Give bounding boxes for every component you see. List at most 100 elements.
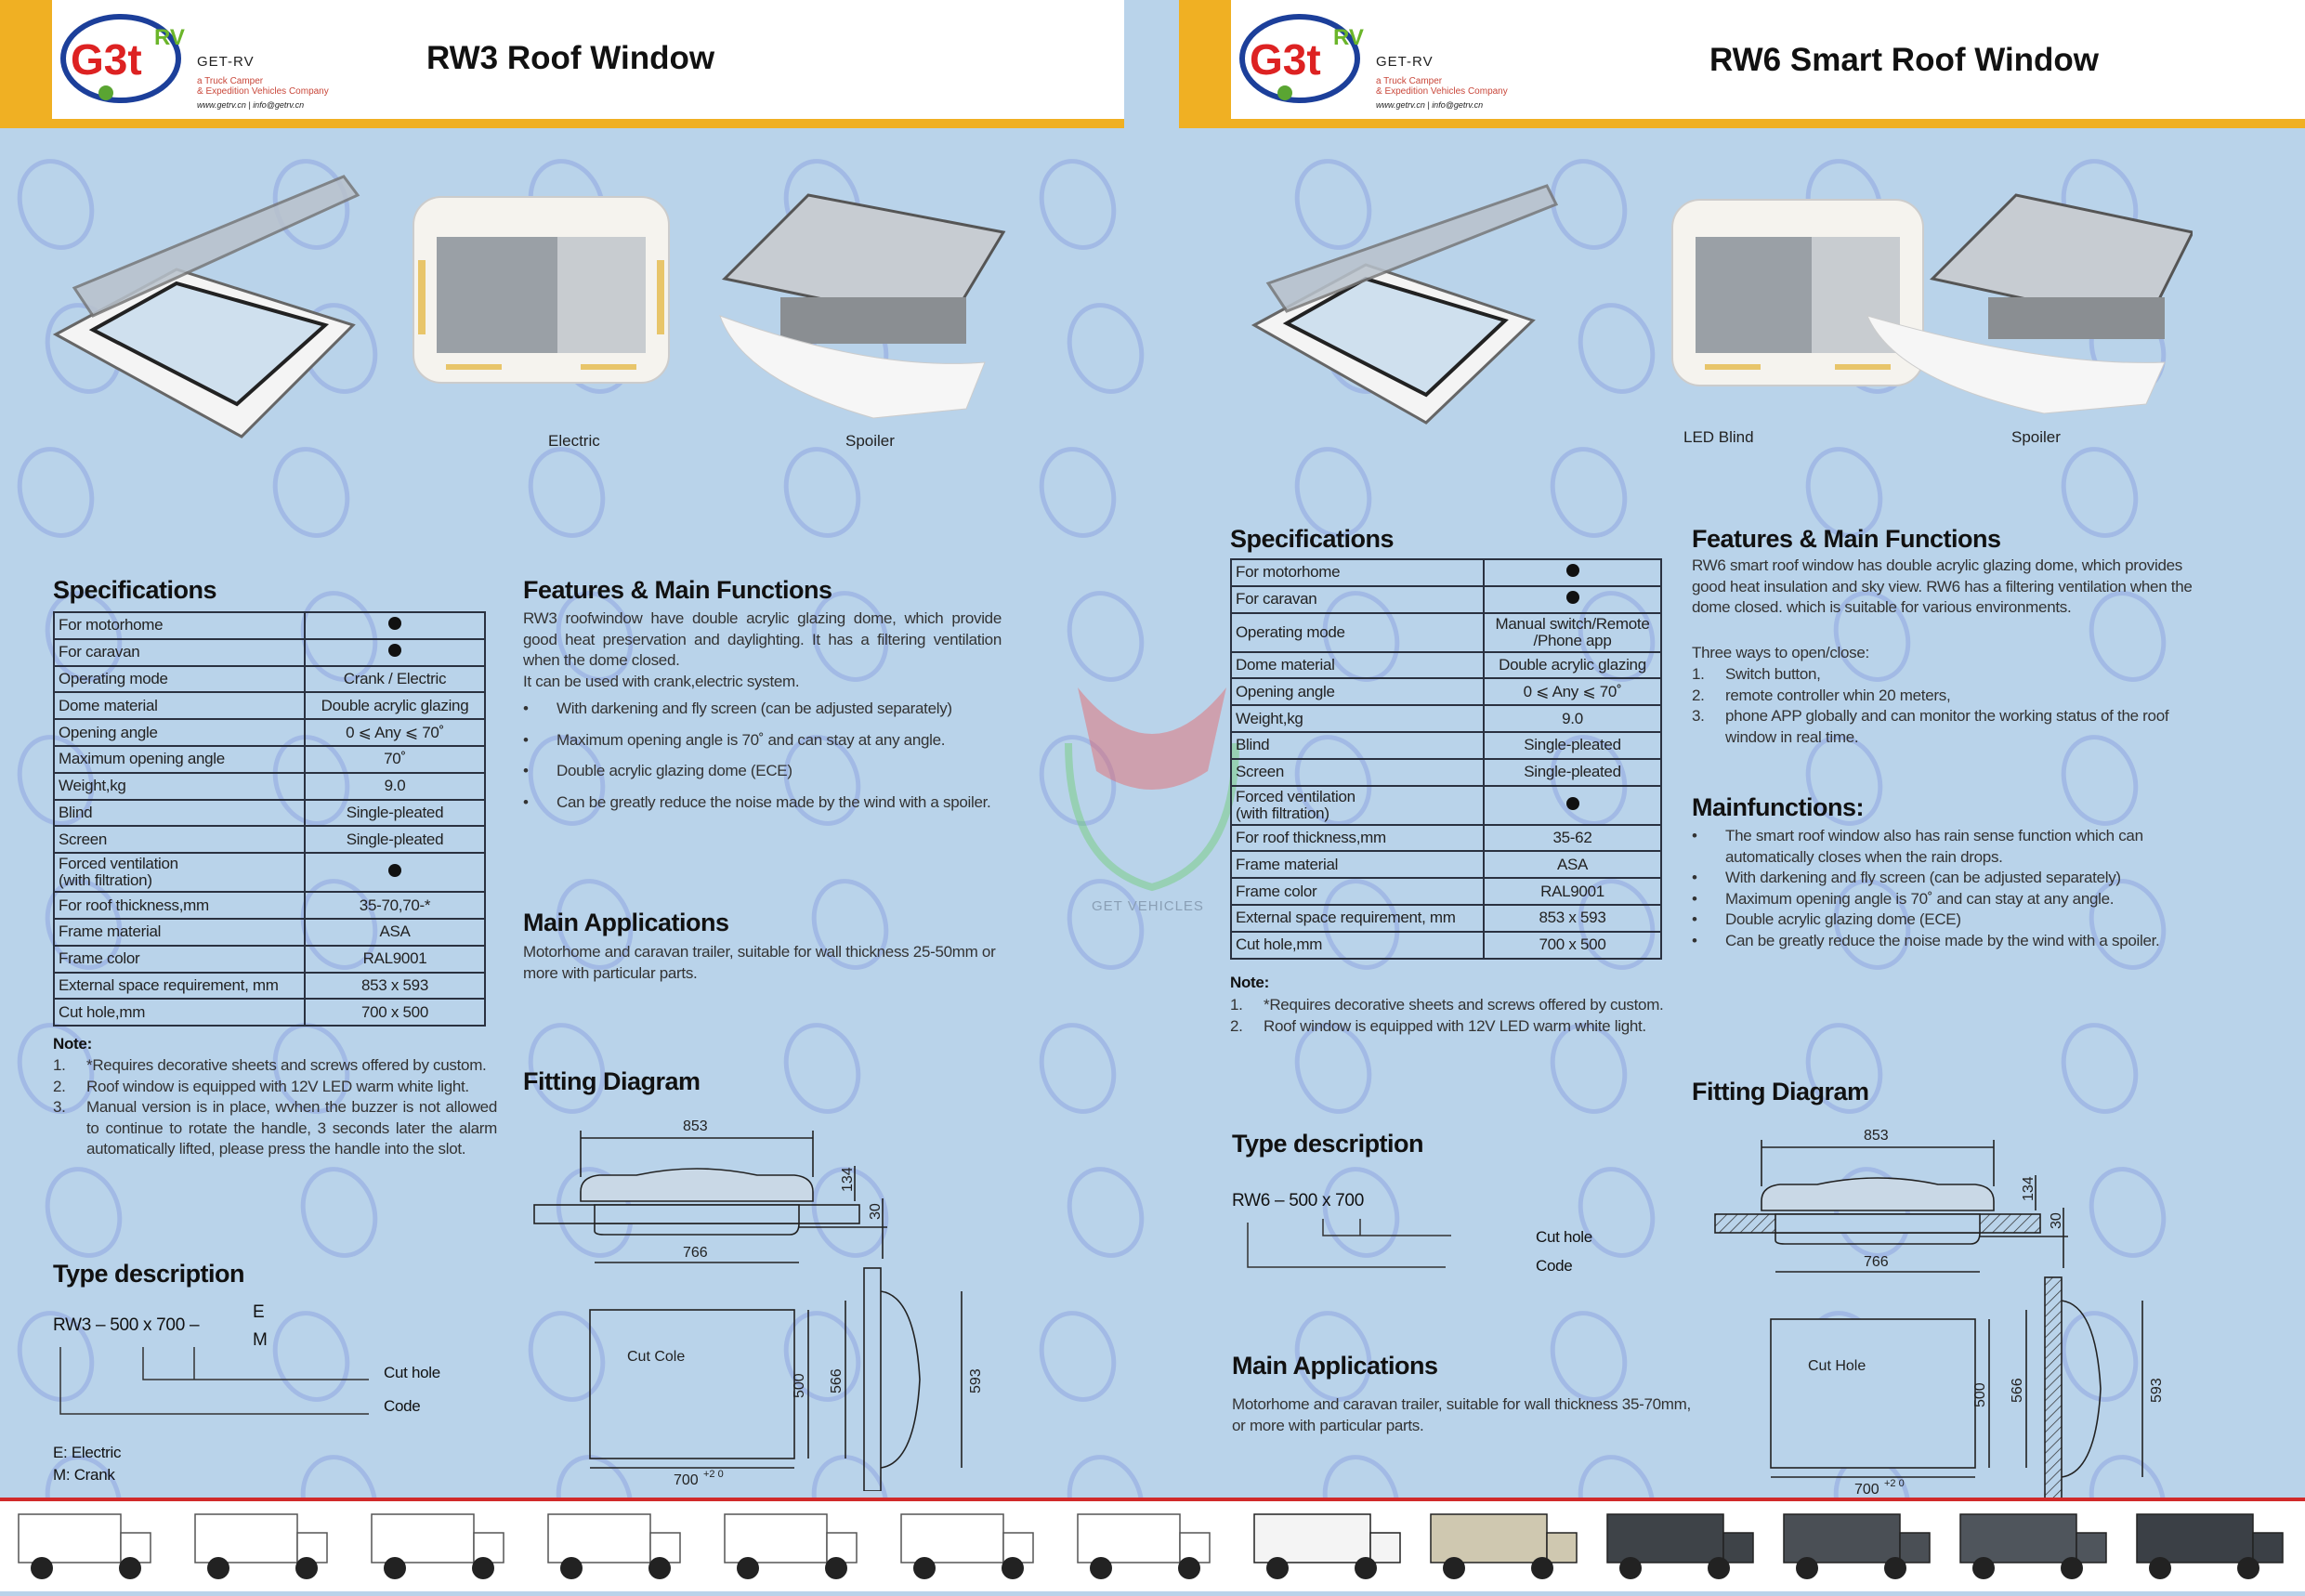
spec-label: Operating mode xyxy=(1230,611,1485,653)
caption-electric: Electric xyxy=(548,432,600,450)
spec-label: External space requirement, mm xyxy=(1230,903,1485,933)
spec-value: 0 ⩽ Any ⩽ 70˚ xyxy=(304,718,486,747)
legend-crank: M: Crank xyxy=(53,1466,115,1484)
spec-label: Opening angle xyxy=(53,718,306,747)
spec-row: Forced ventilation (with filtration) xyxy=(53,852,486,894)
list-item: 3.phone APP globally and can monitor the… xyxy=(1692,706,2194,748)
note-heading: Note: xyxy=(1230,974,1269,991)
dimension-hole_h: 500 xyxy=(1972,1382,1988,1407)
mainfunctions-list: •The smart roof window also has rain sen… xyxy=(1692,826,2194,951)
logo-brand: GET-RV xyxy=(197,54,255,70)
spec-value: RAL9001 xyxy=(304,944,486,974)
features-heading: Features & Main Functions xyxy=(1692,525,2001,553)
vehicle-icon xyxy=(1430,1513,1578,1579)
ways-heading: Three ways to open/close: xyxy=(1692,644,1869,661)
features-intro: RW3 roofwindow have double acrylic glazi… xyxy=(523,608,1002,692)
spec-value-dot xyxy=(304,637,486,667)
spec-value: ASA xyxy=(304,917,486,947)
spec-label: Dome material xyxy=(1230,650,1485,680)
list-item: 1. *Requires decorative sheets and screws… xyxy=(1230,995,1671,1016)
spec-value-dot xyxy=(1483,784,1662,826)
list-item-text: *Requires decorative sheets and screws o… xyxy=(1264,996,1664,1014)
list-item: •Maximum opening angle is 70˚ and can st… xyxy=(523,730,1002,752)
dimension-side2: 593 xyxy=(968,1368,984,1393)
spec-label: Cut hole,mm xyxy=(1230,930,1485,960)
list-item-text: With darkening and fly screen (can be ad… xyxy=(1725,869,2121,886)
spec-label: Blind xyxy=(53,798,306,828)
spec-label: For roof thickness,mm xyxy=(1230,823,1485,853)
list-item-text: phone APP globally and can monitor the w… xyxy=(1725,707,2169,746)
vehicle-icon xyxy=(1959,1513,2107,1579)
center-watermark-text: GET VEHICLES xyxy=(1092,898,1204,914)
note-heading: Note: xyxy=(53,1035,92,1053)
accent-bar xyxy=(1179,0,1231,128)
legend-electric: E: Electric xyxy=(53,1444,122,1461)
list-marker: 1. xyxy=(1230,996,1243,1014)
watermark-logo-icon xyxy=(1027,1012,1129,1125)
dimension-side1: 566 xyxy=(2010,1378,2025,1403)
spec-value: Single-pleated xyxy=(1483,757,1662,787)
spec-value: Crank / Electric xyxy=(304,664,486,694)
spoiler-photo xyxy=(1866,193,2193,414)
list-marker: • xyxy=(523,762,529,779)
dimension-h1: 134 xyxy=(2021,1176,2037,1201)
list-item: 2.remote controller whin 20 meters, xyxy=(1692,686,2194,707)
caption-led-blind: LED Blind xyxy=(1683,428,1754,446)
spec-row: For caravan xyxy=(53,637,486,667)
accent-strip xyxy=(0,119,1124,128)
watermark-logo-icon xyxy=(1565,1156,1668,1269)
watermark-logo-icon xyxy=(2049,1012,2151,1125)
cut-hole-label: Cut Hole xyxy=(1808,1358,1866,1374)
type-cut-label: Cut hole xyxy=(384,1364,440,1381)
vehicle-illustrations xyxy=(18,1513,2284,1579)
vehicle-icon xyxy=(724,1513,858,1579)
vehicle-icon xyxy=(371,1513,504,1579)
bullet-dot-icon xyxy=(388,864,401,878)
list-item-text: With darkening and fly screen (can be ad… xyxy=(557,700,952,717)
list-marker: • xyxy=(1692,931,1697,949)
vehicle-icon xyxy=(1253,1513,1401,1579)
watermark-logo-icon xyxy=(1027,436,1129,549)
list-marker: • xyxy=(1692,889,1697,908)
spec-label: Dome material xyxy=(53,691,306,721)
spec-label: Weight,kg xyxy=(1230,704,1485,733)
logo-web: www.getrv.cn | info@getrv.cn xyxy=(1376,100,1484,110)
logo-web: www.getrv.cn | info@getrv.cn xyxy=(197,100,305,110)
list-marker: 2. xyxy=(1692,686,1705,704)
type-suffix-e: E xyxy=(253,1302,265,1322)
list-item: 1.*Requires decorative sheets and screws… xyxy=(53,1055,497,1077)
spec-label: For caravan xyxy=(53,637,306,667)
bullet-dot-icon xyxy=(1565,591,1579,605)
dimension-tolerance: +2 0 xyxy=(703,1469,724,1480)
caption-spoiler: Spoiler xyxy=(845,432,895,450)
type-code-label: Code xyxy=(1536,1257,1573,1275)
features-intro-text-2: It can be used with crank,electric syste… xyxy=(523,672,800,690)
list-marker: 2. xyxy=(53,1077,66,1095)
list-item-text: Double acrylic glazing dome (ECE) xyxy=(557,762,792,779)
dimension-h1: 134 xyxy=(840,1167,856,1192)
spec-label: For caravan xyxy=(1230,584,1485,614)
led-blind-photo xyxy=(1671,199,1924,386)
dimension-side1: 566 xyxy=(829,1368,845,1393)
type-heading: Type description xyxy=(1232,1130,1424,1158)
list-item: •The smart roof window also has rain sen… xyxy=(1692,826,2194,868)
product-photos-right xyxy=(1251,184,2193,425)
spec-label: Opening angle xyxy=(1230,677,1485,707)
features-intro-text: RW3 roofwindow have double acrylic glazi… xyxy=(523,609,1002,669)
vehicle-icon xyxy=(18,1513,151,1579)
logo-brand: GET-RV xyxy=(1376,54,1434,70)
dimension-w_bottom: 766 xyxy=(683,1245,708,1261)
list-item: 3.Manual version is in place, wvhen the … xyxy=(53,1097,497,1160)
notes-list: 1. *Requires decorative sheets and screws… xyxy=(1230,995,1671,1037)
specs-heading: Specifications xyxy=(53,576,217,604)
spec-value: 853 x 593 xyxy=(1483,903,1662,933)
dimension-hole_w: 700 xyxy=(674,1472,699,1488)
